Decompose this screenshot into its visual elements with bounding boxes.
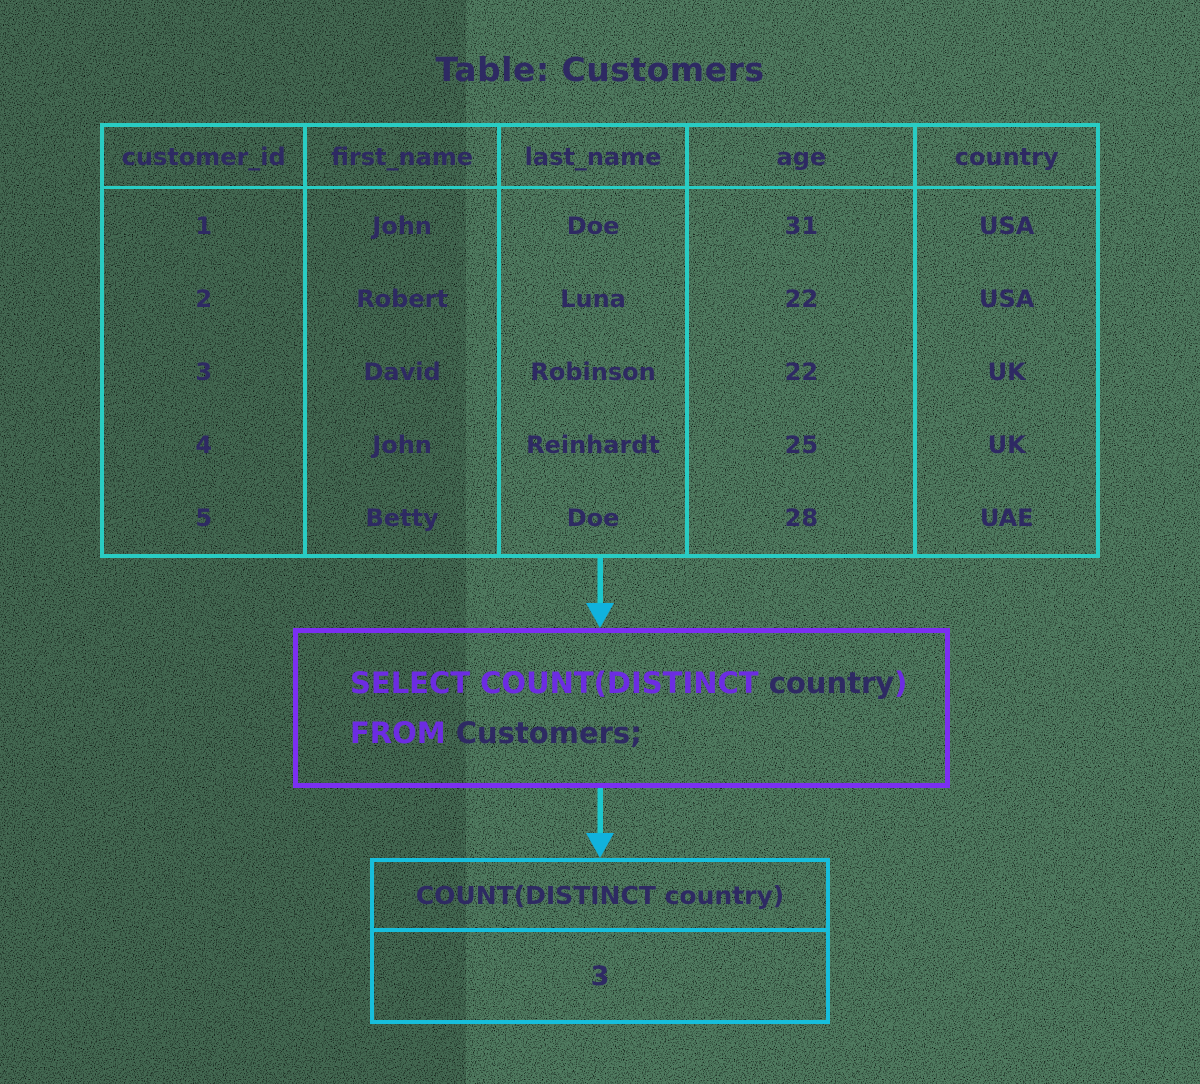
table-cell: Reinhardt — [501, 408, 690, 481]
table-cell: USA — [979, 284, 1035, 313]
table-cell: 22 — [689, 335, 918, 408]
table-header-cell: last_name — [500, 127, 690, 189]
table-cell: 25 — [689, 408, 918, 481]
table-cell: John — [307, 189, 501, 262]
sql-table-ref: Customers; — [455, 716, 642, 750]
table-cell: Robinson — [501, 335, 690, 408]
table-cell: USA — [979, 211, 1035, 240]
table-cell: Betty — [307, 481, 501, 554]
table-cell: 3 — [104, 335, 308, 408]
diagram-title: Table: Customers — [435, 50, 765, 89]
table-cell: Robert — [307, 262, 501, 335]
table-cell: 22 — [689, 262, 918, 335]
table-header-cell: customer_id — [104, 127, 308, 189]
table-header-cell: first_name — [307, 127, 501, 189]
sql-close-paren: ) — [894, 666, 908, 700]
sql-query-line-2: FROM Customers; — [350, 714, 945, 752]
down-arrow-icon — [586, 788, 614, 858]
result-table: COUNT(DISTINCT country) 3 — [370, 858, 830, 1024]
sql-query-box: SELECT COUNT(DISTINCT country) FROM Cust… — [293, 628, 950, 788]
table-cell: UK — [987, 357, 1026, 386]
table-cell: 2 — [104, 262, 308, 335]
table-header-cell: country — [917, 127, 1096, 189]
table-cell: 28 — [689, 481, 918, 554]
sql-keyword-from: FROM — [350, 716, 456, 750]
down-arrow-icon — [586, 558, 614, 628]
table-cell: 4 — [104, 408, 308, 481]
table-cell: UK — [987, 430, 1026, 459]
table-cell: 5 — [104, 481, 308, 554]
table-cell: Doe — [501, 481, 690, 554]
table-cell: Luna — [501, 262, 690, 335]
table-cell: Doe — [501, 189, 690, 262]
customers-table: customer_id first_name last_name age cou… — [100, 123, 1100, 558]
table-cell: David — [307, 335, 501, 408]
table-header-cell: age — [689, 127, 918, 189]
table-cell: 1 — [104, 189, 308, 262]
sql-query-line-1: SELECT COUNT(DISTINCT country) — [350, 664, 945, 702]
sql-keyword-select-count: SELECT COUNT(DISTINCT — [350, 666, 769, 700]
table-cell: UAE — [979, 503, 1034, 532]
result-value-cell: 3 — [590, 960, 610, 992]
table-cell: John — [307, 408, 501, 481]
sql-column-ref: country — [768, 666, 895, 700]
table-cell: 31 — [689, 189, 918, 262]
result-header-cell: COUNT(DISTINCT country) — [374, 862, 826, 932]
